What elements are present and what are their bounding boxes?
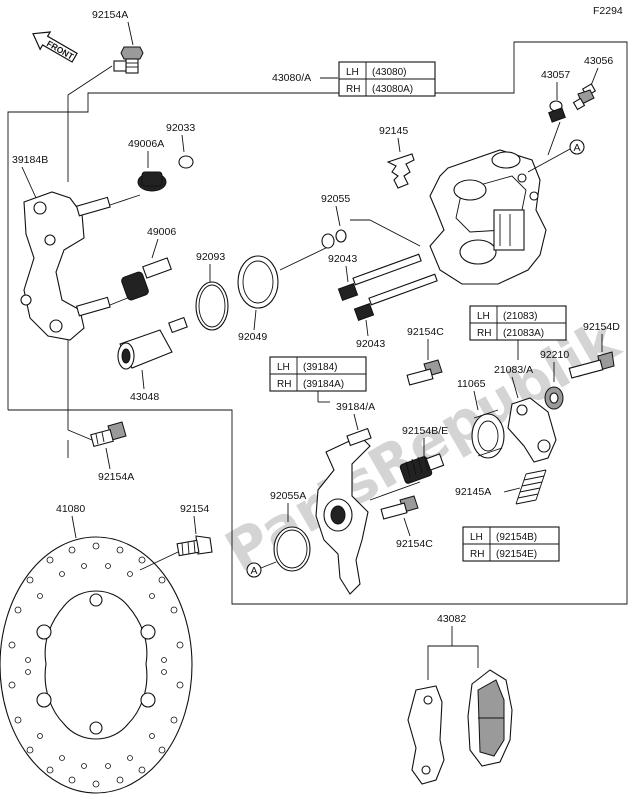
callout-92055a: 92055A (270, 490, 306, 502)
bolt-92154be (399, 453, 445, 484)
washer-92055-b (335, 229, 347, 243)
caliper-body (429, 149, 547, 285)
figure-code: F2294 (593, 5, 623, 17)
callout-92154a-mid: 92154A (98, 471, 134, 483)
bolt-92154a-top (113, 46, 144, 74)
callout-11065: 11065 (457, 378, 486, 390)
pin-boot-49006a (137, 171, 167, 192)
callout-92093: 92093 (196, 251, 225, 263)
callout-92154c-low: 92154C (396, 538, 433, 550)
callout-92033: 92033 (166, 122, 195, 134)
bolt-92154c-low (380, 495, 419, 520)
callout-41080: 41080 (56, 503, 85, 515)
bolt-92154c-top (406, 359, 443, 386)
callout-92210: 92210 (540, 349, 569, 361)
seal-11065 (471, 409, 505, 459)
table-21083: LH (21083) RH (21083A) (469, 305, 567, 341)
o-ring-92093 (195, 281, 229, 331)
table-92154-rh-label: RH (470, 549, 484, 560)
holder-21083a (507, 397, 557, 463)
bracket-39184a (315, 427, 372, 595)
table-92154-lh-label: LH (470, 532, 483, 543)
table-43080: LH (43080) RH (43080A) (338, 61, 436, 97)
callout-92145a: 92145A (455, 486, 491, 498)
callout-39184b: 39184B (12, 154, 48, 166)
front-arrow-label: FRONT (45, 38, 76, 62)
table-43080-rh-label: RH (346, 84, 360, 95)
sleeve-43048 (117, 316, 188, 370)
table-43080-rh-value: (43080A) (372, 84, 413, 95)
table-21083-lh-value: (21083) (503, 311, 537, 322)
table-39184-lh-value: (39184) (303, 362, 337, 373)
table-39184-rh-value: (39184A) (303, 379, 344, 390)
callout-43082: 43082 (437, 613, 466, 625)
table-43080-lh-value: (43080) (372, 67, 406, 78)
o-ring-92055a (273, 526, 311, 572)
callout-39184a: 39184/A (336, 401, 375, 413)
spring-92145a (515, 469, 547, 505)
bolt-92154 (176, 535, 213, 557)
callout-92145: 92145 (379, 125, 408, 137)
table-21083-rh-label: RH (477, 328, 491, 339)
callout-49006a: 49006A (128, 138, 164, 150)
bolt-92154a-mid (90, 421, 127, 448)
callout-92154d: 92154D (583, 321, 620, 333)
seal-92033 (178, 155, 194, 169)
washer-92210 (544, 386, 564, 410)
pin-boot-49006 (121, 257, 172, 301)
callout-43048: 43048 (130, 391, 159, 403)
table-43080-lh-label: LH (346, 67, 359, 78)
bleeder-cap-43057 (548, 100, 566, 123)
washer-92055 (321, 233, 335, 249)
callout-92154be: 92154B/E (402, 425, 448, 437)
piston-seal-92049 (237, 255, 279, 309)
brake-disc-41080 (0, 536, 193, 794)
front-arrow-icon: FRONT (32, 31, 78, 63)
brake-pad-right (467, 669, 513, 767)
callout-92055: 92055 (321, 193, 350, 205)
pin-92043-a (337, 253, 422, 302)
bracket-39184b (20, 191, 111, 341)
callout-92049: 92049 (238, 331, 267, 343)
callout-43080a: 43080/A (272, 72, 311, 84)
callout-92154a-top: 92154A (92, 9, 128, 21)
callout-49006: 49006 (147, 226, 176, 238)
bleeder-valve-43056 (572, 83, 597, 111)
callout-92154: 92154 (180, 503, 209, 515)
ref-a-top: A (574, 142, 581, 154)
table-39184-rh-label: RH (277, 379, 291, 390)
table-92154-rh-value: (92154E) (496, 549, 537, 560)
table-92154-lh-value: (92154B) (496, 532, 537, 543)
bolt-92154d (568, 351, 615, 379)
caliper-group-outline (7, 41, 628, 605)
pad-spring-92145 (386, 153, 415, 189)
callout-92043-a: 92043 (328, 253, 357, 265)
ref-a-low: A (251, 565, 258, 577)
callout-92154c-top: 92154C (407, 326, 444, 338)
callout-21083a: 21083/A (494, 364, 533, 376)
callout-43056: 43056 (584, 55, 613, 67)
table-21083-rh-value: (21083A) (503, 328, 544, 339)
ref-a-circle-low (246, 562, 262, 578)
brake-pad-left (407, 685, 445, 785)
callout-92043-b: 92043 (356, 338, 385, 350)
table-39184-lh-label: LH (277, 362, 290, 373)
table-39184: LH (39184) RH (39184A) (269, 356, 367, 392)
pin-92043-b (353, 273, 438, 322)
table-21083-lh-label: LH (477, 311, 490, 322)
table-92154: LH (92154B) RH (92154E) (462, 526, 560, 562)
ref-a-circle-top (569, 139, 585, 155)
callout-43057: 43057 (541, 69, 570, 81)
